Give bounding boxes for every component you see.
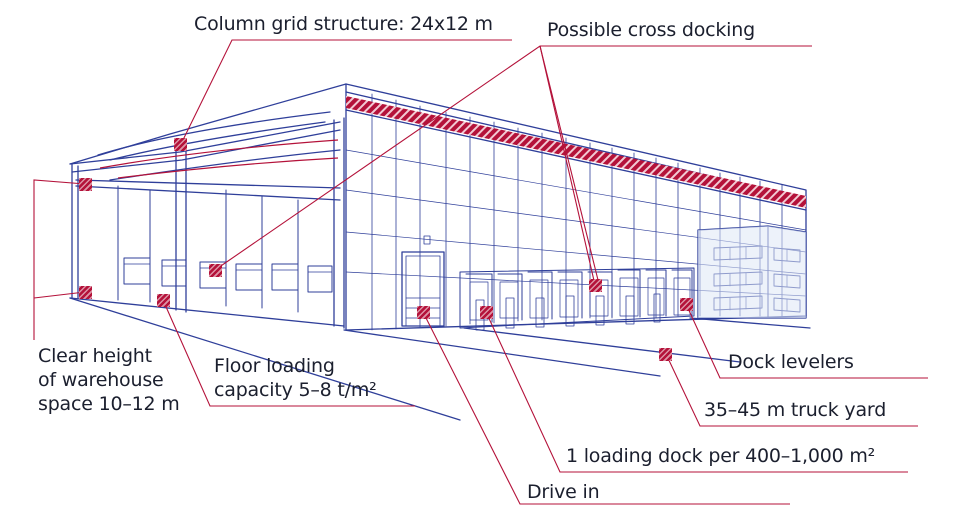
red-beam xyxy=(117,157,339,179)
dock-levelers-drawn xyxy=(475,293,661,331)
marker-cross-docking-interior xyxy=(209,264,222,277)
marker-loading-dock xyxy=(480,306,493,319)
label-dock-levelers: Dock levelers xyxy=(728,351,854,373)
marker-column-grid xyxy=(174,138,187,151)
label-truck-yard: 35–45 m truck yard xyxy=(704,399,887,421)
ground-line xyxy=(69,297,345,327)
roof-truss xyxy=(109,121,326,161)
label-clear-height: Clear height of warehouse space 10–12 m xyxy=(38,344,180,416)
marker-cross-docking-dock xyxy=(589,279,602,292)
ground-line xyxy=(343,329,661,377)
office-glass xyxy=(698,226,806,318)
column xyxy=(333,117,345,329)
roof-stripe xyxy=(346,96,806,208)
label-floor-loading: Floor loading capacity 5–8 t/m² xyxy=(214,354,377,402)
label-column-grid: Column grid structure: 24x12 m xyxy=(194,13,493,35)
marker-clear-height-bottom xyxy=(79,286,92,299)
label-clear-height-line1: Clear height xyxy=(38,345,152,367)
red-beam xyxy=(99,139,339,169)
ground-line xyxy=(689,317,811,329)
label-drive-in: Drive in xyxy=(527,481,600,503)
dock-row xyxy=(459,267,695,329)
interior-beam xyxy=(75,179,341,189)
marker-drive-in xyxy=(417,306,430,319)
marker-floor-loading xyxy=(157,294,170,307)
roof-beam xyxy=(71,129,341,173)
label-clear-height-line2: of warehouse xyxy=(38,369,164,391)
label-loading-dock: 1 loading dock per 400–1,000 m² xyxy=(566,445,876,467)
roof-beam xyxy=(69,121,341,165)
marker-clear-height-top xyxy=(79,178,92,191)
interior-doors xyxy=(123,257,333,293)
label-floor-loading-line1: Floor loading xyxy=(214,355,335,377)
dock-doors xyxy=(465,269,693,323)
marker-dock-levelers xyxy=(680,298,693,311)
ground-line xyxy=(463,327,741,363)
marker-truck-yard xyxy=(659,348,672,361)
label-clear-height-line3: space 10–12 m xyxy=(38,393,180,415)
interior-column xyxy=(117,185,299,313)
ground-line xyxy=(69,297,461,421)
label-floor-loading-line2: capacity 5–8 t/m² xyxy=(214,379,377,401)
roof-truss xyxy=(97,111,331,156)
dock-seals xyxy=(469,277,691,321)
drive-in-door xyxy=(401,251,445,327)
label-cross-docking: Possible cross docking xyxy=(547,19,755,41)
leader-lines xyxy=(33,39,928,505)
interior-beam xyxy=(75,185,341,201)
roof-truss xyxy=(109,149,341,181)
column xyxy=(175,147,187,313)
facade-top-band xyxy=(345,109,807,211)
column xyxy=(71,163,79,299)
